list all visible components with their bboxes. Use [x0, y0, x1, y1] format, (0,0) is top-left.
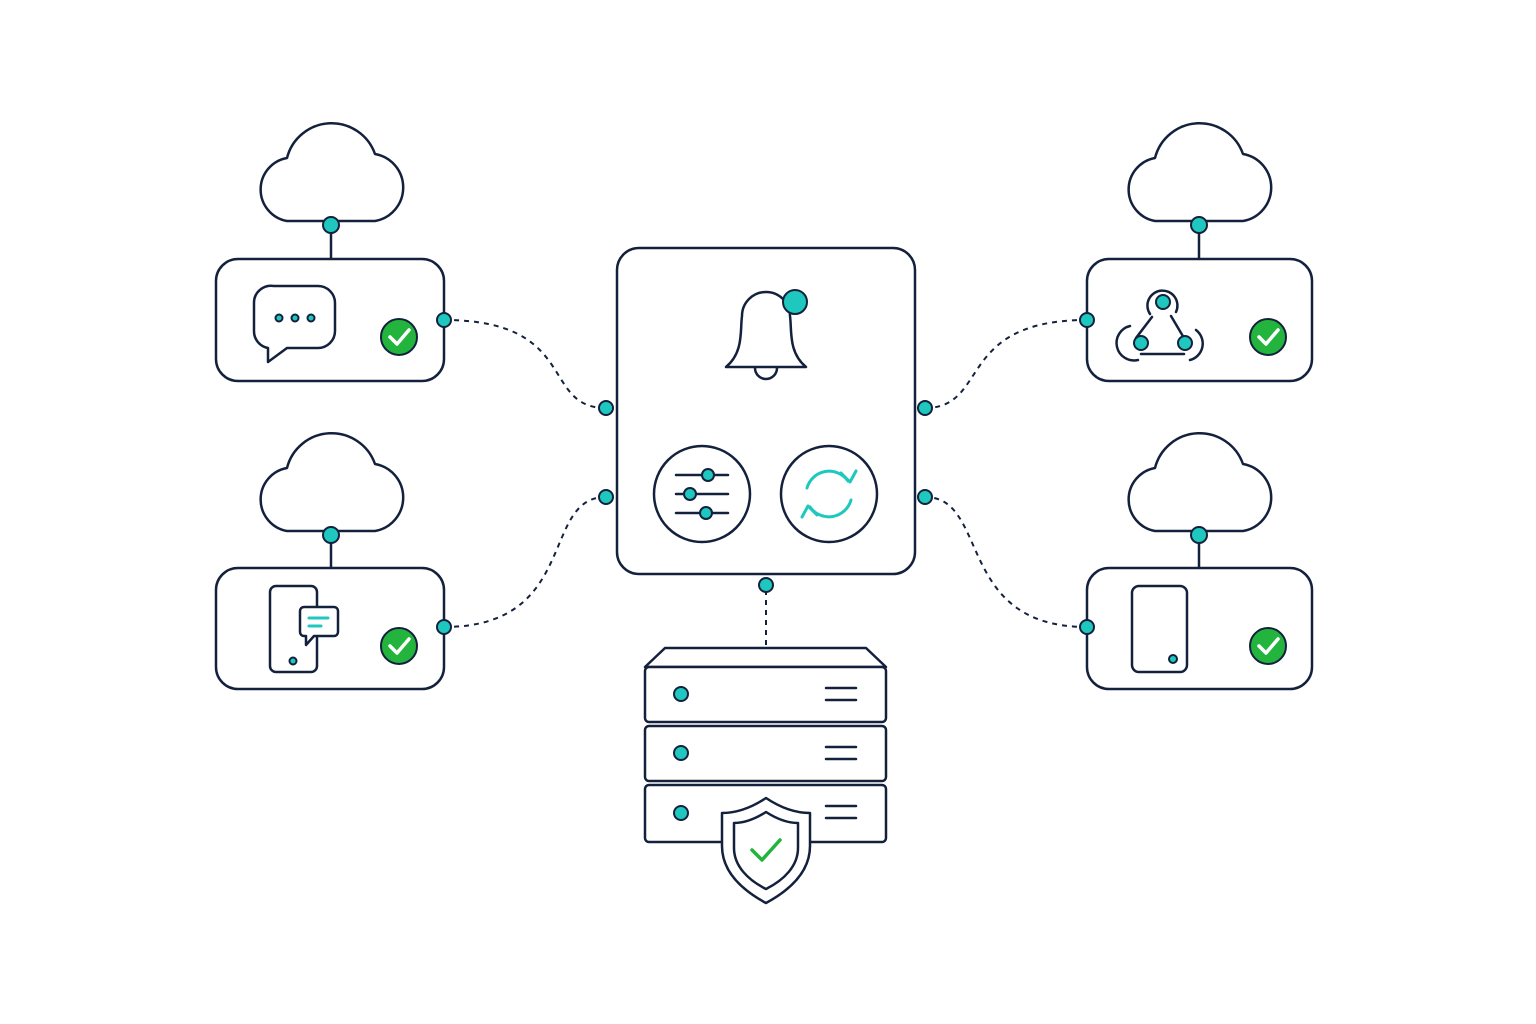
cloud-icon-top-left: [259, 122, 405, 223]
webhook-icon: [1115, 289, 1204, 362]
sliders-icon: [652, 444, 752, 544]
node-cloud-bottom-right: [1190, 526, 1208, 544]
channel-card-bottom-left: [214, 566, 446, 691]
node-card-top-right: [1079, 312, 1095, 328]
connector-top-left: [443, 319, 607, 409]
server-stack: [643, 646, 888, 905]
success-check-icon: [1249, 318, 1287, 356]
cloud-icon-bottom-left: [259, 432, 405, 533]
channel-card-top-right: [1085, 257, 1314, 383]
connector-bottom-left: [443, 496, 607, 628]
node-hub-left-upper: [598, 400, 614, 416]
cloud-icon-bottom-right: [1127, 432, 1273, 533]
clouds: [259, 122, 1273, 533]
connector-bottom-right: [924, 496, 1088, 628]
channel-card-bottom-right: [1085, 566, 1314, 691]
node-hub-left-lower: [598, 489, 614, 505]
node-hub-bottom: [758, 577, 774, 593]
shield-check-icon: [720, 796, 812, 905]
node-cloud-bottom-left: [322, 526, 340, 544]
node-card-top-left: [436, 312, 452, 328]
success-check-icon: [1249, 627, 1287, 665]
server-top-cap: [643, 646, 888, 669]
node-cloud-top-left: [322, 216, 340, 234]
node-card-bottom-right: [1079, 619, 1095, 635]
node-hub-right-upper: [917, 400, 933, 416]
node-cloud-top-right: [1190, 216, 1208, 234]
success-check-icon: [380, 627, 418, 665]
cloud-icon-top-right: [1127, 122, 1273, 223]
connection-nodes: [322, 216, 1208, 635]
channel-card-top-left: [214, 257, 446, 383]
server-unit-1: [643, 665, 888, 724]
phone-message-icon: [268, 584, 340, 674]
node-hub-right-lower: [917, 489, 933, 505]
notification-hub: [615, 246, 917, 576]
sync-icon: [779, 444, 879, 544]
bell-icon: [724, 289, 808, 381]
server-unit-2: [643, 724, 888, 783]
mobile-phone-icon: [1130, 584, 1189, 674]
connector-top-right: [924, 319, 1088, 409]
chat-bubble-icon: [252, 284, 337, 364]
node-card-bottom-left: [436, 619, 452, 635]
success-check-icon: [380, 318, 418, 356]
